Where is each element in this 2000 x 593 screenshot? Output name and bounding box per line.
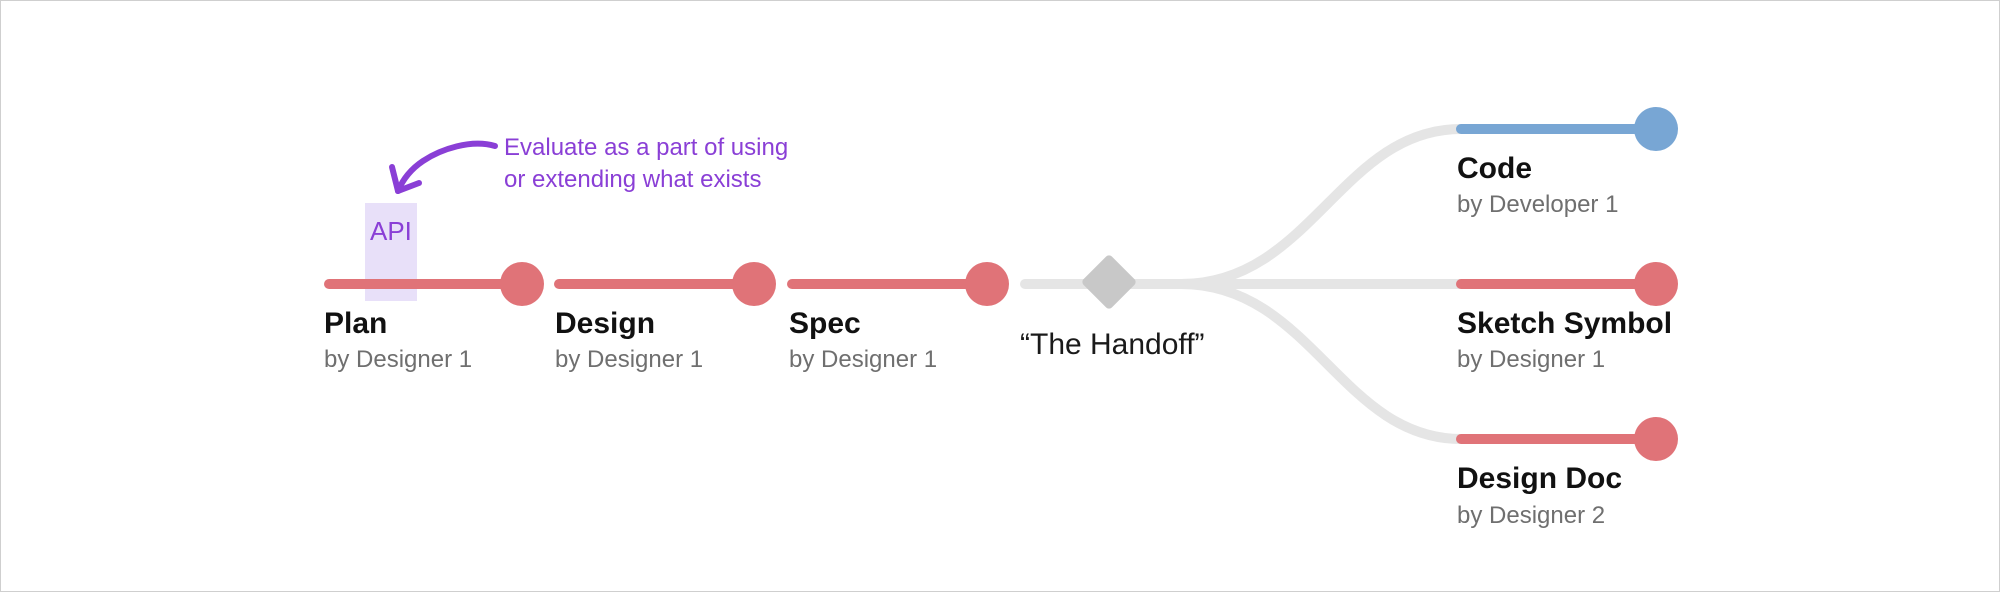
stage-design-track [554, 262, 776, 306]
output-design-doc-node [1634, 417, 1678, 461]
annotation-text: Evaluate as a part of using or extending… [504, 132, 788, 196]
output-sketch-symbol-byline: by Designer 1 [1457, 346, 1606, 373]
stage-spec-title: Spec [789, 307, 861, 340]
output-code-track [1456, 107, 1678, 151]
annotation-line-2: or extending what exists [504, 166, 762, 193]
branch-to-design-doc [1176, 279, 1466, 444]
output-sketch-symbol-track [1456, 262, 1678, 306]
stage-spec-track [787, 262, 1009, 306]
stage-design-title: Design [555, 307, 656, 340]
handoff-label: “The Handoff” [1020, 328, 1205, 361]
stage-design-node [732, 262, 776, 306]
output-design-doc-track [1456, 417, 1678, 461]
output-code-node [1634, 107, 1678, 151]
output-design-doc-byline: by Designer 2 [1457, 502, 1606, 529]
stage-plan-title: Plan [324, 307, 388, 340]
stage-plan-track [324, 262, 544, 306]
output-code-byline: by Developer 1 [1457, 191, 1619, 218]
stage-design-byline: by Designer 1 [555, 346, 704, 373]
handoff-diamond-icon [1082, 255, 1136, 309]
annotation-line-1: Evaluate as a part of using [504, 134, 789, 161]
api-label: API [370, 216, 412, 246]
stage-spec-byline: by Designer 1 [789, 346, 938, 373]
handoff-track [1020, 124, 1466, 444]
output-sketch-symbol-title: Sketch Symbol [1457, 307, 1673, 340]
output-sketch-symbol-node [1634, 262, 1678, 306]
stage-plan-byline: by Designer 1 [324, 346, 473, 373]
stage-spec-node [965, 262, 1009, 306]
output-code-title: Code [1457, 152, 1532, 185]
annotation-arrow-icon [389, 140, 498, 194]
stage-plan-node [500, 262, 544, 306]
branch-to-code [1176, 124, 1466, 289]
output-design-doc-title: Design Doc [1457, 462, 1623, 495]
